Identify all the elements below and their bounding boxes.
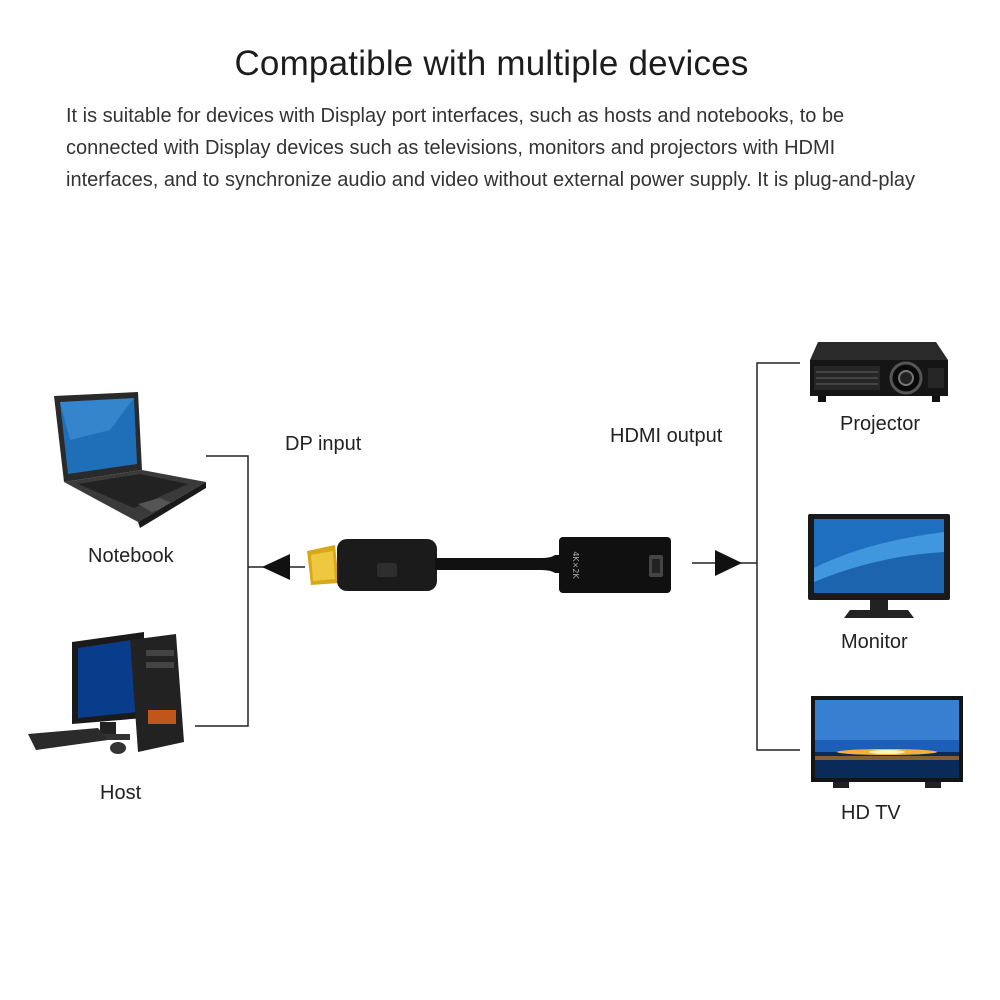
page-title: Compatible with multiple devices [234,44,749,83]
description-line: interfaces, and to synchronize audio and… [66,169,916,191]
description-line: It is suitable for devices with Display … [66,105,845,127]
notebook-label: Notebook [88,545,174,567]
dp-to-hdmi-adapter-image: 4K×2K [305,525,685,605]
hd-tv-image [809,694,965,792]
right-arrow-head [715,550,742,576]
adapter-print: 4K×2K [571,551,580,579]
host-computer-image [26,630,188,760]
hd-tv-label: HD TV [841,802,901,824]
hdmi-output-label: HDMI output [610,425,723,447]
dp-input-label: DP input [285,433,362,455]
notebook-image [50,390,208,528]
projector-image [808,338,950,404]
left-arrow-head [262,554,290,580]
host-label: Host [100,782,142,804]
monitor-label: Monitor [841,631,908,653]
monitor-image [806,512,952,622]
projector-label: Projector [840,413,921,435]
description-line: connected with Display devices such as t… [66,137,836,159]
right-bracket [756,362,800,751]
description: It is suitable for devices with Display … [66,100,986,196]
